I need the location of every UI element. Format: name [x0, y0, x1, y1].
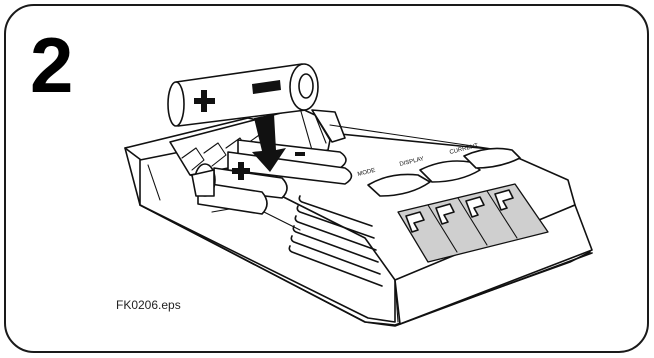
file-label: FK0206.eps [116, 298, 181, 312]
